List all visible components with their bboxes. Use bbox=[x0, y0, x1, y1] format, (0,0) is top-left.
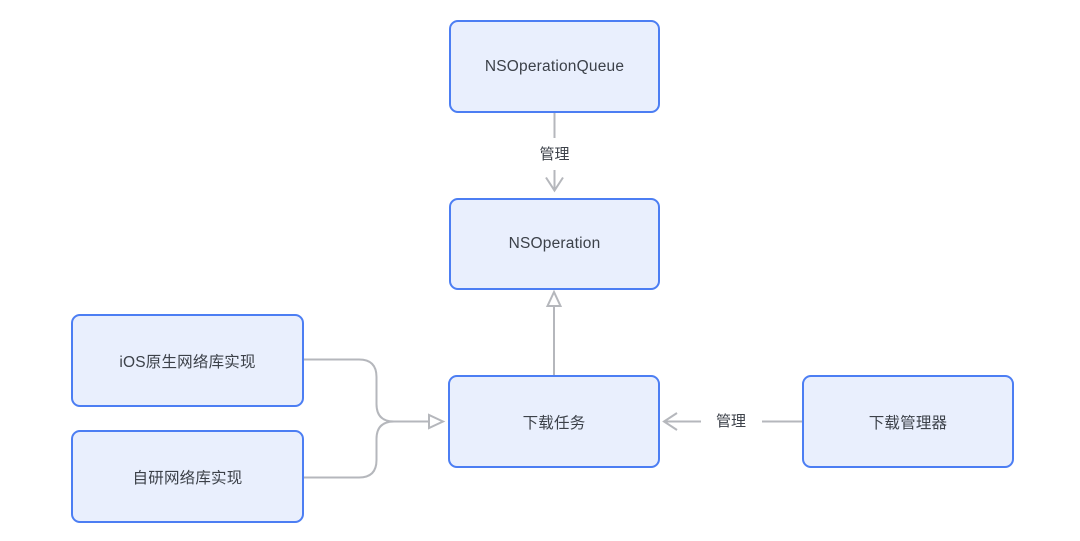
node-download-manager: 下载管理器 bbox=[802, 375, 1014, 468]
node-label: 自研网络库实现 bbox=[132, 469, 243, 487]
edge-network-libs-to-task bbox=[304, 358, 446, 479]
node-label: NSOperation bbox=[508, 235, 601, 252]
hollow-triangle-right-arrowhead-icon bbox=[428, 413, 446, 430]
edge-curve-from-self-dev-lib bbox=[304, 420, 395, 479]
hollow-triangle-up-arrowhead-icon bbox=[545, 289, 563, 307]
node-download-task: 下载任务 bbox=[448, 375, 660, 468]
edge-label-manage-queue-operation: 管理 bbox=[514, 146, 595, 163]
node-nsoperationqueue: NSOperationQueue bbox=[449, 20, 660, 113]
edge-label-manage-manager-task: 管理 bbox=[701, 413, 761, 430]
node-ios-native-network-lib: iOS原生网络库实现 bbox=[71, 314, 304, 407]
node-label: NSOperationQueue bbox=[484, 57, 625, 75]
chevron-down-arrowhead-icon bbox=[545, 176, 564, 193]
chevron-left-arrowhead-icon bbox=[662, 412, 678, 431]
node-label: 下载管理器 bbox=[868, 414, 948, 432]
edge-queue-to-operation bbox=[545, 113, 564, 193]
edge-task-to-operation bbox=[545, 289, 563, 375]
node-label: iOS原生网络库实现 bbox=[119, 353, 256, 371]
node-label: 下载任务 bbox=[522, 414, 586, 432]
edge-manager-to-task bbox=[662, 412, 802, 431]
node-self-developed-network-lib: 自研网络库实现 bbox=[71, 430, 304, 523]
node-nsoperation: NSOperation bbox=[449, 198, 660, 290]
edge-curve-from-ios-native-lib bbox=[304, 358, 395, 423]
